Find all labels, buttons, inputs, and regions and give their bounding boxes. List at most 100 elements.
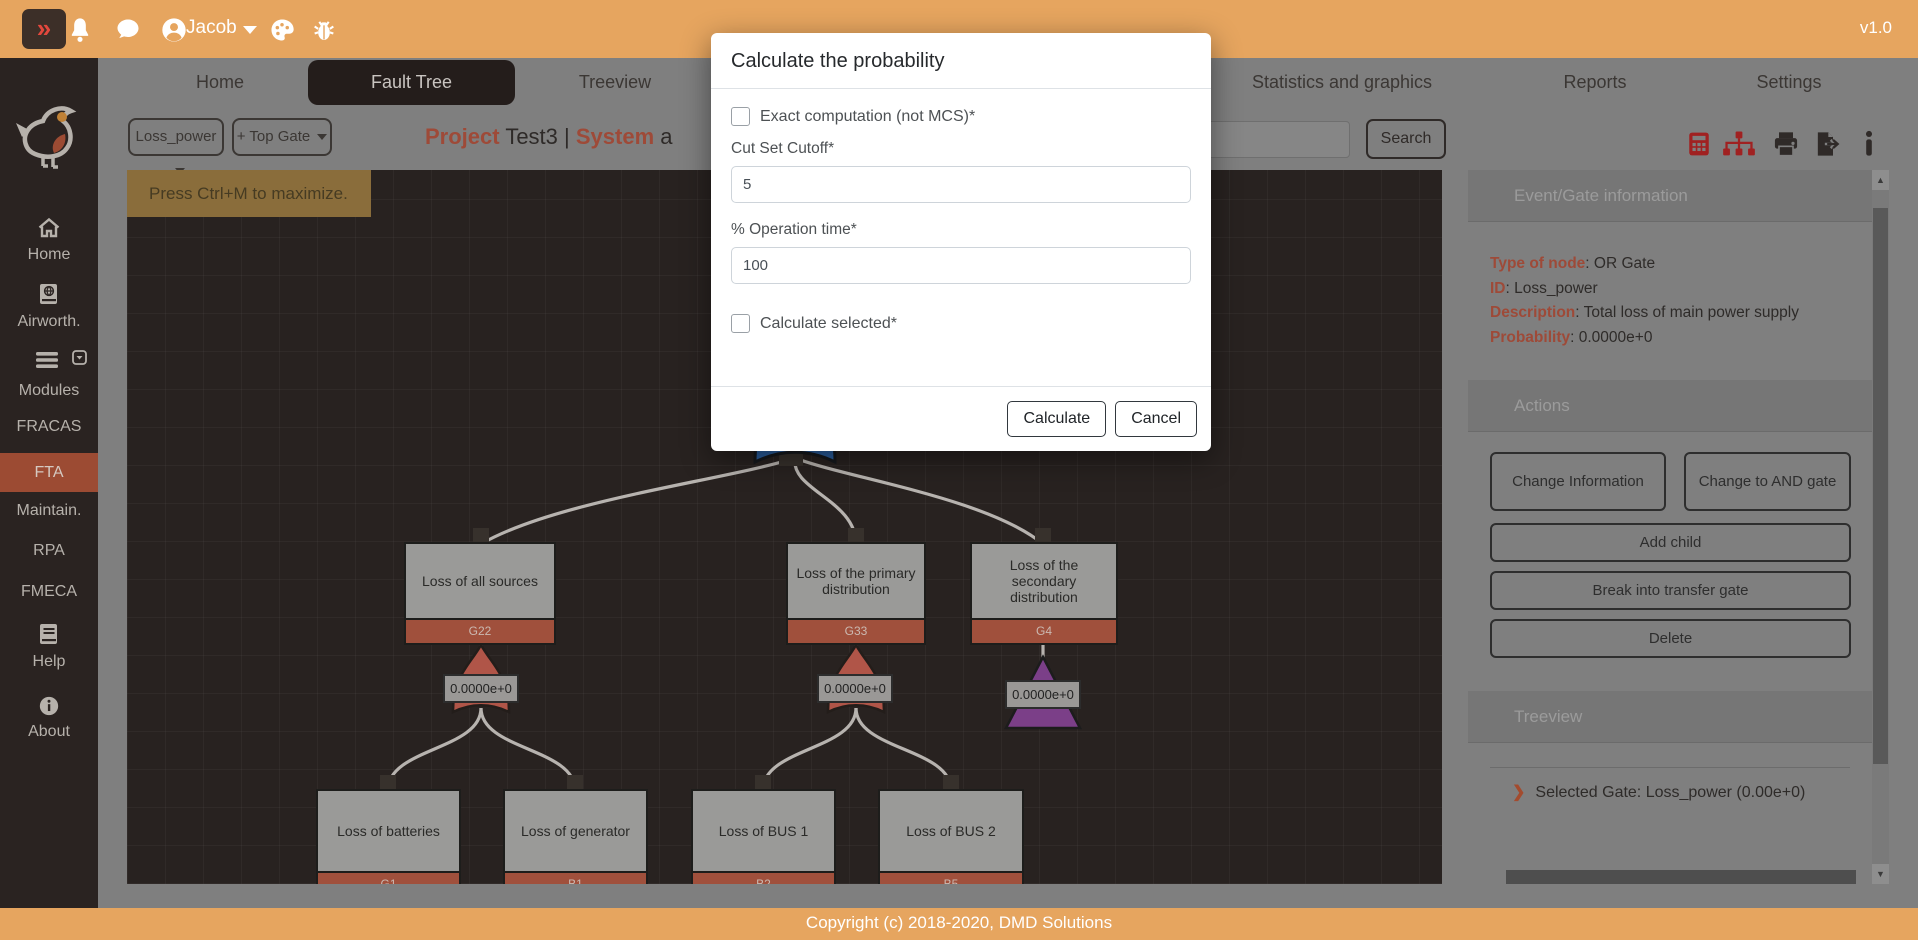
- notifications-bell-icon[interactable]: [66, 16, 94, 44]
- user-menu-caret-icon[interactable]: [243, 26, 257, 34]
- sitemap-diagram-icon[interactable]: [1722, 130, 1756, 158]
- exact-computation-checkbox[interactable]: [731, 107, 750, 126]
- dropdown-caret-icon: [317, 134, 328, 141]
- sidebar-collapse-button[interactable]: »: [22, 9, 66, 49]
- cancel-button[interactable]: Cancel: [1115, 401, 1197, 437]
- info-section-header: Event/Gate information: [1468, 170, 1872, 222]
- field-id: IDLoss_power: [1490, 277, 1860, 302]
- sidebar-item-home[interactable]: Home: [0, 216, 98, 264]
- search-button[interactable]: Search: [1366, 119, 1446, 159]
- sidebar-item-rpa[interactable]: RPA: [33, 542, 65, 559]
- sidebar-item-fmeca[interactable]: FMECA: [21, 583, 77, 600]
- info-tool-icon[interactable]: [1858, 130, 1880, 158]
- calculate-probability-modal: Calculate the probability Exact computat…: [711, 33, 1211, 451]
- user-menu[interactable]: Jacob: [186, 17, 237, 38]
- sidebar-item-modules[interactable]: Modules: [0, 348, 98, 400]
- tab-home[interactable]: Home: [195, 72, 244, 92]
- exact-computation-label: Exact computation (not MCS)*: [760, 107, 976, 125]
- node-id-badge: G1: [318, 871, 459, 884]
- sidebar-item-fracas[interactable]: FRACAS: [16, 418, 82, 435]
- add-child-button[interactable]: Add child: [1490, 523, 1851, 562]
- treeview-expand-chevron-icon[interactable]: ❯: [1512, 784, 1526, 801]
- change-information-button[interactable]: Change Information: [1490, 452, 1666, 511]
- sidebar-item-maintainability[interactable]: Maintain.: [16, 502, 82, 519]
- exact-computation-checkbox-row[interactable]: Exact computation (not MCS)*: [731, 107, 1191, 126]
- tab-reports[interactable]: Reports: [1563, 72, 1627, 92]
- modules-menu-icon: [36, 352, 58, 368]
- bug-report-icon[interactable]: [310, 16, 338, 44]
- calculate-probability-icon[interactable]: [1686, 130, 1712, 158]
- maximize-tooltip: Press Ctrl+M to maximize.: [127, 170, 371, 217]
- field-probability: Probability0.0000e+0: [1490, 326, 1860, 351]
- operation-time-input[interactable]: [731, 247, 1191, 284]
- node-label: Loss of the secondary distribution: [972, 544, 1116, 618]
- help-book-icon: [40, 624, 57, 644]
- cut-set-cutoff-input[interactable]: [731, 166, 1191, 203]
- node-label: Loss of BUS 2: [880, 791, 1022, 871]
- node-id-badge: G22: [406, 618, 554, 643]
- modules-expand-icon[interactable]: [72, 350, 87, 365]
- treeview-divider: [1490, 767, 1850, 768]
- node-label: Loss of BUS 1: [693, 791, 834, 871]
- sidebar-item-about[interactable]: About: [0, 695, 98, 741]
- search-input[interactable]: [1205, 121, 1350, 158]
- add-top-gate-dropdown[interactable]: + Top Gate: [232, 118, 332, 156]
- node-label: Loss of batteries: [318, 791, 459, 871]
- theme-palette-icon[interactable]: [268, 16, 296, 44]
- node-id-badge: G33: [788, 618, 924, 643]
- field-type-of-node: Type of nodeOR Gate: [1490, 252, 1860, 277]
- node-label: Loss of all sources: [406, 544, 554, 618]
- change-to-and-gate-button[interactable]: Change to AND gate: [1684, 452, 1851, 511]
- airworthiness-book-icon: [40, 284, 57, 304]
- tree-node-g33[interactable]: Loss of the primary distribution G33: [786, 542, 926, 645]
- sidebar-item-help[interactable]: Help: [0, 621, 98, 671]
- tree-node-b1[interactable]: Loss of generator B1: [503, 789, 648, 884]
- cut-set-cutoff-label: Cut Set Cutoff*: [731, 140, 835, 157]
- calculate-selected-checkbox-row[interactable]: Calculate selected*: [731, 314, 1191, 333]
- sidebar-item-fta-active[interactable]: FTA: [0, 453, 98, 492]
- delete-button[interactable]: Delete: [1490, 619, 1851, 658]
- tree-node-g22[interactable]: Loss of all sources G22: [404, 542, 556, 645]
- node-id-badge: G4: [972, 618, 1116, 643]
- tab-statistics-and-graphics[interactable]: Statistics and graphics: [1251, 72, 1433, 92]
- tree-node-g1[interactable]: Loss of batteries G1: [316, 789, 461, 884]
- user-avatar-icon[interactable]: [160, 16, 188, 44]
- info-icon: [39, 696, 59, 716]
- tree-node-b2[interactable]: Loss of BUS 1 B2: [691, 789, 836, 884]
- actions-section-header: Actions: [1468, 380, 1872, 432]
- footer: Copyright (c) 2018-2020, DMD Solutions: [0, 908, 1918, 940]
- calculate-button[interactable]: Calculate: [1007, 401, 1107, 437]
- tab-treeview[interactable]: Treeview: [578, 72, 652, 92]
- gate-info-fields: Type of nodeOR Gate IDLoss_power Descrip…: [1490, 252, 1860, 350]
- chat-icon[interactable]: [114, 16, 142, 44]
- scrollbar-up-arrow[interactable]: ▲: [1872, 170, 1889, 190]
- operation-time-label: % Operation time*: [731, 221, 857, 238]
- node-id-badge: B2: [693, 871, 834, 884]
- app-version: v1.0: [1859, 18, 1892, 37]
- app-logo[interactable]: [13, 96, 85, 174]
- horizontal-scrollbar-thumb[interactable]: [1506, 870, 1856, 884]
- gate-probability-g33[interactable]: 0.0000e+0: [817, 674, 893, 703]
- panel-scrollbar-thumb[interactable]: [1873, 208, 1888, 764]
- tree-node-b5[interactable]: Loss of BUS 2 B5: [878, 789, 1024, 884]
- calculate-selected-checkbox[interactable]: [731, 314, 750, 333]
- break-into-transfer-gate-button[interactable]: Break into transfer gate: [1490, 571, 1851, 610]
- sidebar-item-airworthiness[interactable]: Airworth.: [0, 281, 98, 331]
- tab-settings[interactable]: Settings: [1756, 72, 1822, 92]
- tab-fault-tree-active[interactable]: Fault Tree: [308, 60, 515, 105]
- gate-probability-g22[interactable]: 0.0000e+0: [443, 674, 519, 703]
- modal-footer: Calculate Cancel: [711, 386, 1211, 451]
- connection-handles: [380, 452, 1051, 789]
- gate-probability-g4[interactable]: 0.0000e+0: [1005, 680, 1081, 709]
- export-file-icon[interactable]: [1812, 130, 1840, 158]
- node-label: Loss of the primary distribution: [788, 544, 924, 618]
- treeview-section-header: Treeview: [1468, 691, 1872, 743]
- scrollbar-down-arrow[interactable]: ▼: [1872, 864, 1889, 884]
- treeview-selected-gate[interactable]: ❯Selected Gate: Loss_power (0.00e+0): [1512, 784, 1806, 801]
- home-icon: [38, 217, 60, 238]
- print-icon[interactable]: [1772, 130, 1800, 158]
- tree-node-g4[interactable]: Loss of the secondary distribution G4: [970, 542, 1118, 645]
- gate-selector-dropdown[interactable]: Loss_power: [128, 118, 224, 175]
- sidebar: Home Airworth. Modules FRA: [0, 58, 98, 908]
